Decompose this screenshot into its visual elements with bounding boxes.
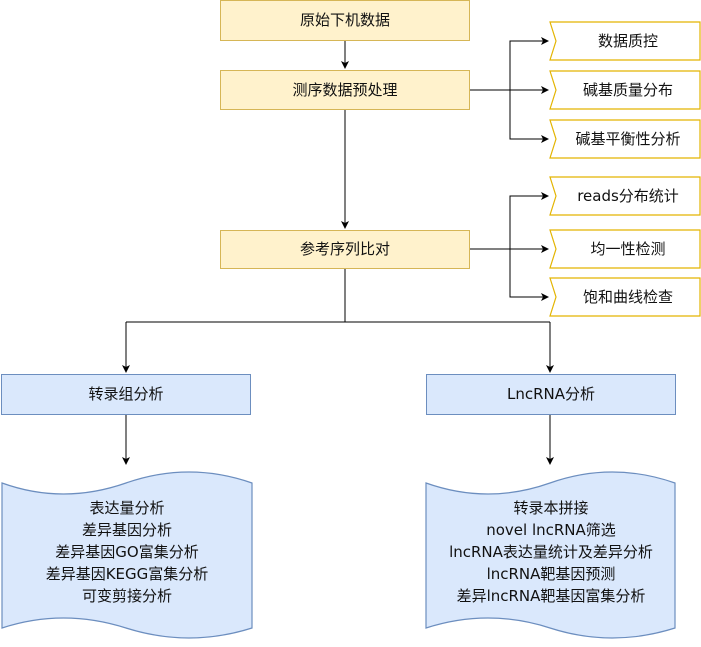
transcriptome-node[interactable]: 转录组分析	[1, 374, 251, 415]
connector-preprocess-branch	[470, 40, 548, 140]
base-quality-label: 碱基质量分布	[582, 80, 673, 99]
list-item: 表达量分析	[89, 499, 165, 517]
lncrna-node[interactable]: LncRNA分析	[426, 374, 676, 415]
alignment-node[interactable]: 参考序列比对	[220, 230, 470, 269]
connector-alignment-branch	[470, 195, 548, 298]
list-item: lncRNA靶基因预测	[486, 565, 616, 583]
list-item: novel lncRNA筛选	[486, 521, 616, 539]
list-item: 差异基因分析	[81, 521, 172, 539]
lncrna-doc-shape	[425, 471, 676, 639]
reads-dist-tag-shape	[549, 176, 701, 216]
list-item: 差异lncRNA靶基因富集分析	[456, 587, 646, 605]
base-balance-label: 碱基平衡性分析	[575, 129, 681, 148]
saturation-tag-shape	[549, 277, 701, 317]
base-balance-tag-shape	[549, 119, 701, 159]
lncrna-item-list: 转录本拼接 novel lncRNA筛选 lncRNA表达量统计及差异分析 ln…	[426, 497, 676, 607]
connector-alignment-split	[126, 269, 550, 323]
raw-data-node[interactable]: 原始下机数据	[220, 0, 470, 41]
list-item: 差异基因KEGG富集分析	[45, 565, 209, 583]
base-quality-tag-shape	[549, 70, 701, 110]
uniformity-tag-shape	[549, 229, 701, 269]
list-item: 差异基因GO富集分析	[55, 543, 199, 561]
preprocess-node[interactable]: 测序数据预处理	[220, 70, 470, 110]
transcriptome-doc-shape	[1, 471, 253, 639]
list-item: 可变剪接分析	[81, 587, 172, 605]
transcriptome-item-list: 表达量分析 差异基因分析 差异基因GO富集分析 差异基因KEGG富集分析 可变剪…	[2, 497, 252, 607]
qc-tag-shape	[549, 21, 701, 61]
list-item: 转录本拼接	[513, 499, 589, 517]
uniformity-label: 均一性检测	[590, 239, 666, 258]
reads-dist-label: reads分布统计	[577, 186, 679, 205]
list-item: lncRNA表达量统计及差异分析	[449, 543, 653, 561]
saturation-label: 饱和曲线检查	[582, 287, 673, 306]
qc-label: 数据质控	[597, 31, 658, 50]
